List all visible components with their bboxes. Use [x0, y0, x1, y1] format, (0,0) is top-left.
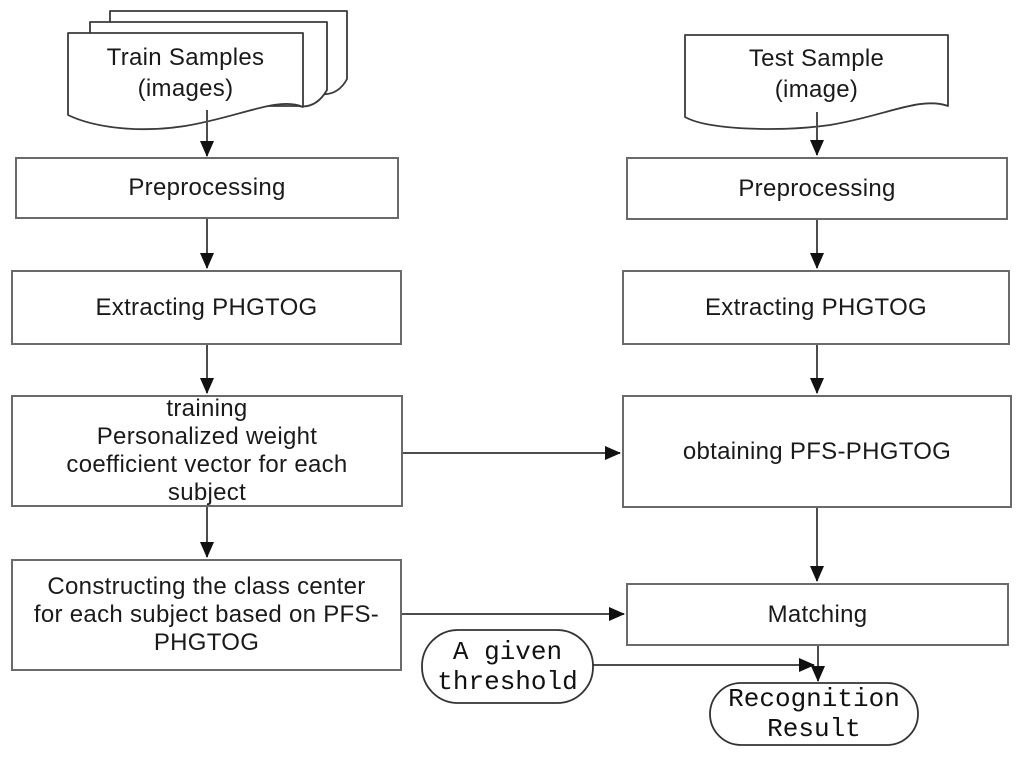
node-training-weight-vector: training Personalized weight coefficient… [11, 395, 403, 507]
node-matching: Matching [626, 583, 1009, 646]
node-test-extracting-phgtog: Extracting PHGTOG [622, 270, 1010, 345]
node-constructing-class-center: Constructing the class center for each s… [11, 559, 402, 671]
recognition-result-terminator [709, 682, 919, 746]
threshold-label: A given threshold [437, 636, 578, 697]
node-train-preprocessing: Preprocessing [15, 157, 399, 219]
threshold-terminator [421, 629, 594, 704]
node-obtaining-pfs-phgtog: obtaining PFS-PHGTOG [622, 395, 1012, 508]
test-sample-label: Test Sample (image) [748, 45, 885, 103]
test-sample-document [684, 34, 949, 130]
train-samples-label: Train Samples (images) [106, 44, 265, 102]
recognition-result-label: Recognition Result [728, 684, 900, 744]
node-test-preprocessing: Preprocessing [626, 157, 1008, 220]
train-samples-document [67, 32, 304, 131]
node-train-extracting-phgtog: Extracting PHGTOG [11, 270, 402, 345]
